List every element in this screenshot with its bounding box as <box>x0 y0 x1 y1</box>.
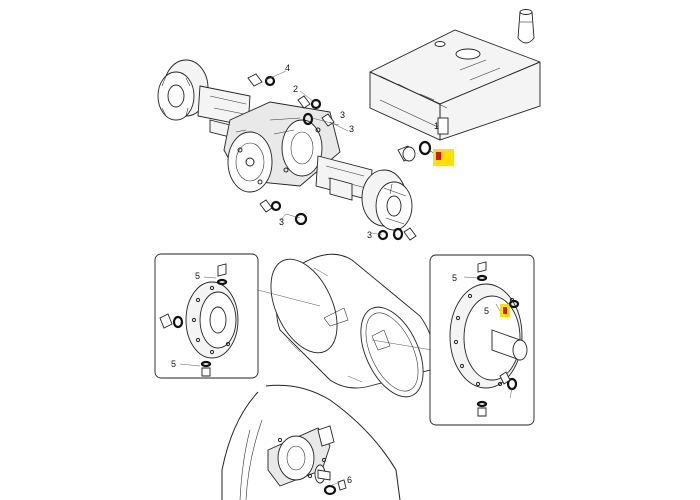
callout-3-mid: 3 <box>349 124 354 134</box>
roller-drum <box>257 253 434 398</box>
callout-5-right-bottom: 5 <box>484 306 489 316</box>
leader-lines-top <box>265 70 383 236</box>
lower-drum <box>221 384 401 500</box>
callout-3-right: 3 <box>367 230 372 240</box>
callout-3-upper: 3 <box>340 110 345 120</box>
callout-6: 6 <box>347 475 352 485</box>
detail-inset-left <box>154 253 259 379</box>
callout-numbers: 4 2 3 3 1 3 3 5 5 5 5 6 <box>171 63 489 485</box>
callout-2: 2 <box>293 84 298 94</box>
drain-plug-assembly <box>397 140 454 166</box>
fittings <box>247 73 417 241</box>
callout-4: 4 <box>285 63 290 73</box>
callout-5-right-top: 5 <box>452 273 457 283</box>
callout-1: 1 <box>434 121 439 131</box>
callout-5-left-bottom: 5 <box>171 359 176 369</box>
callout-3-lower: 3 <box>279 217 284 227</box>
fuel-tank <box>369 9 541 141</box>
callout-5-left-top: 5 <box>195 271 200 281</box>
detail-inset-right <box>429 254 535 426</box>
red-marker <box>436 152 441 160</box>
